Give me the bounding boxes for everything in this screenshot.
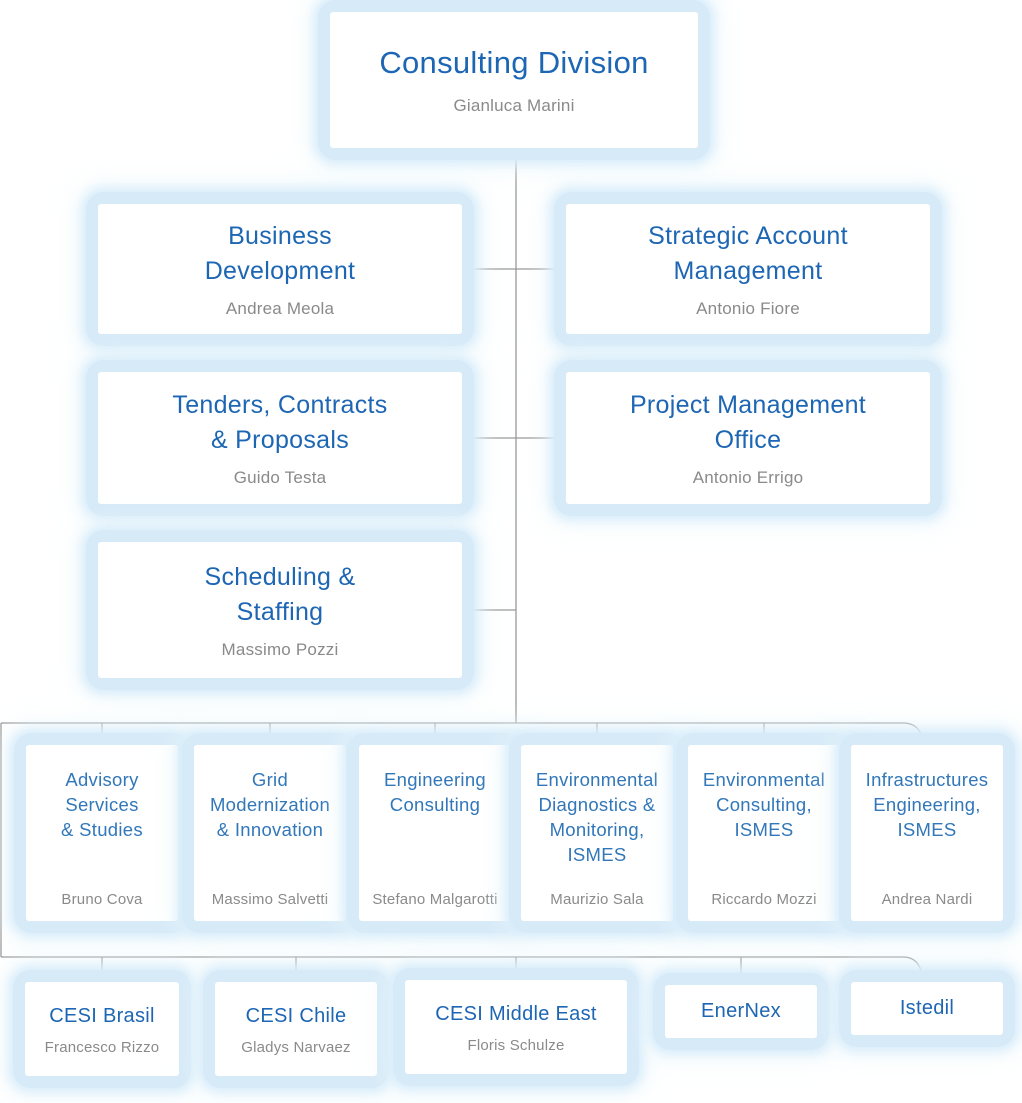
node-title: CESI Brasil (49, 1004, 155, 1027)
node-title: Scheduling & Staffing (204, 563, 356, 626)
org-node-environmental-diagnostics-monitoring-ismes: Environmental Diagnostics & Monitoring, … (509, 733, 685, 933)
node-manager: Antonio Fiore (696, 299, 800, 318)
node-title: EnerNex (701, 1000, 781, 1022)
node-manager: Gladys Narvaez (241, 1038, 351, 1056)
org-node-engineering-consulting: Engineering Consulting Stefano Malgarott… (347, 733, 523, 933)
org-node-cesi-chile: CESI Chile Gladys Narvaez (203, 970, 389, 1088)
node-title: Infrastructures Engineering, ISMES (865, 769, 989, 840)
org-node-business-development: Business Development Andrea Meola (86, 192, 474, 346)
node-title: Environmental Consulting, ISMES (702, 769, 826, 840)
node-manager: Antonio Errigo (692, 468, 804, 487)
org-node-infrastructures-engineering-ismes: Infrastructures Engineering, ISMES Andre… (839, 733, 1015, 933)
node-title: CESI Middle East (435, 1002, 597, 1025)
node-title: Strategic Account Management (648, 222, 848, 285)
org-node-cesi-middle-east: CESI Middle East Floris Schulze (393, 968, 639, 1086)
node-manager: Guido Testa (233, 468, 327, 487)
org-node-consulting-division: Consulting Division Gianluca Marini (318, 0, 710, 160)
node-title: Grid Modernization & Innovation (209, 769, 331, 840)
org-node-grid-modernization-innovation: Grid Modernization & Innovation Massimo … (182, 733, 358, 933)
node-manager: Andrea Nardi (881, 891, 973, 908)
node-manager: Gianluca Marini (453, 96, 575, 115)
node-manager: Andrea Meola (225, 299, 335, 318)
org-node-cesi-brasil: CESI Brasil Francesco Rizzo (13, 970, 191, 1088)
node-manager: Riccardo Mozzi (711, 891, 817, 908)
node-title: Engineering Consulting (383, 769, 487, 815)
node-manager: Francesco Rizzo (44, 1038, 160, 1056)
org-node-enernex: EnerNex (653, 973, 829, 1050)
node-title: CESI Chile (245, 1004, 347, 1027)
node-manager: Massimo Pozzi (221, 640, 339, 659)
node-title: Advisory Services & Studies (61, 769, 143, 840)
node-manager: Massimo Salvetti (211, 891, 329, 908)
node-title: Istedil (899, 997, 955, 1019)
org-node-advisory-services-studies: Advisory Services & Studies Bruno Cova (14, 733, 190, 933)
org-node-tenders-contracts-proposals: Tenders, Contracts & Proposals Guido Tes… (86, 360, 474, 516)
node-title: Consulting Division (379, 45, 649, 80)
org-node-project-management-office: Project Management Office Antonio Errigo (554, 360, 942, 516)
node-title: Business Development (204, 222, 356, 285)
node-manager: Maurizio Sala (550, 891, 644, 908)
org-node-strategic-account-management: Strategic Account Management Antonio Fio… (554, 192, 942, 346)
node-title: Project Management Office (629, 391, 867, 454)
org-node-environmental-consulting-ismes: Environmental Consulting, ISMES Riccardo… (676, 733, 852, 933)
node-manager: Stefano Malgarotti (372, 891, 498, 908)
node-title: Environmental Diagnostics & Monitoring, … (535, 769, 659, 865)
org-node-istedil: Istedil (839, 970, 1015, 1047)
node-title: Tenders, Contracts & Proposals (172, 391, 388, 454)
org-node-scheduling-staffing: Scheduling & Staffing Massimo Pozzi (86, 530, 474, 690)
node-manager: Bruno Cova (61, 891, 143, 908)
node-manager: Floris Schulze (467, 1036, 565, 1054)
